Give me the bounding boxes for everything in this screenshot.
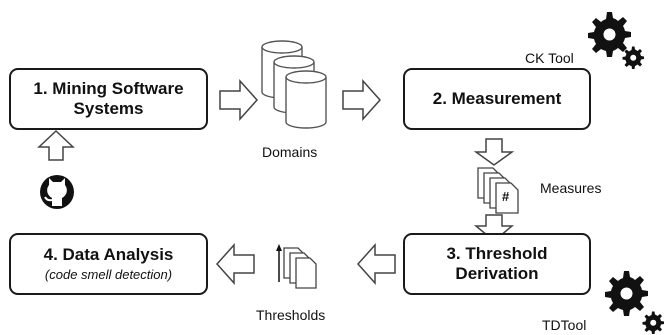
chart-stack-icon [276,244,317,289]
step-measurement-label: 2. Measurement [432,89,562,108]
database-icon [261,40,327,129]
arrow-threshold-to-thresholds [356,243,396,285]
arrow-thresholds-to-analysis [215,243,255,285]
step-mining-box: 1. Mining Software Systems [9,68,208,130]
step-mining-label: 1. Mining Software Systems [33,79,184,118]
step-threshold-box: 3. Threshold Derivation [403,233,591,295]
arrow-measurement-down [473,138,515,166]
step-analysis-box: 4. Data Analysis (code smell detection) [9,233,208,295]
step-measurement-box: 2. Measurement [403,68,591,130]
arrow-mining-to-domains [219,79,259,121]
github-icon [40,175,74,209]
td-tool-label: TDTool [542,317,587,333]
measures-glyph: # [502,189,510,204]
gear-icon [605,271,664,334]
step-analysis-sublabel: (code smell detection) [44,267,173,282]
thresholds-label: Thresholds [256,307,326,323]
step-threshold-label: 3. Threshold Derivation [446,244,548,283]
gear-icon [588,12,644,69]
measures-label: Measures [540,180,602,196]
document-stack-icon [477,167,519,214]
domains-label: Domains [262,144,318,160]
arrow-domains-to-measurement [342,79,382,121]
step-analysis-label: 4. Data Analysis [43,245,174,264]
ck-tool-label: CK Tool [525,50,574,66]
arrow-github-up [37,129,75,161]
